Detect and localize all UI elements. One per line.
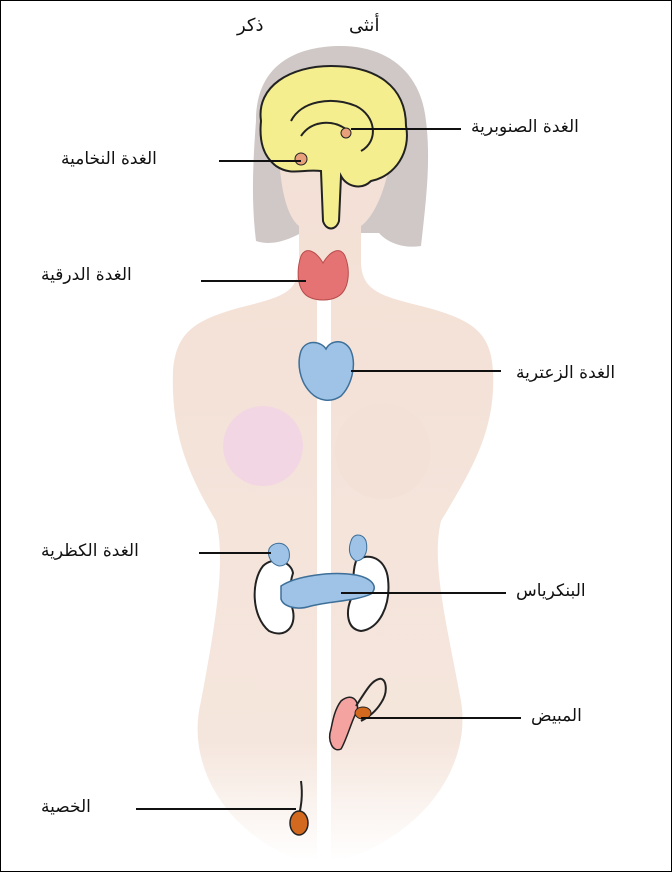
label-pancreas: البنكرياس (516, 581, 586, 601)
label-thyroid: الغدة الدرقية (41, 265, 132, 285)
right-breast-shape (335, 403, 431, 499)
label-adrenal: الغدة الكظرية (41, 541, 139, 561)
label-pineal: الغدة الصنوبرية (471, 117, 579, 137)
female-label: أنثى (349, 15, 379, 36)
male-label: ذكر (237, 15, 264, 36)
label-thymus: الغدة الزعترية (516, 363, 615, 383)
label-hypothalamus: الغدة النخامية (61, 149, 157, 169)
label-testis: الخصية (41, 797, 91, 817)
label-ovary: المبيض (531, 706, 582, 726)
left-breast-shape (223, 406, 303, 486)
